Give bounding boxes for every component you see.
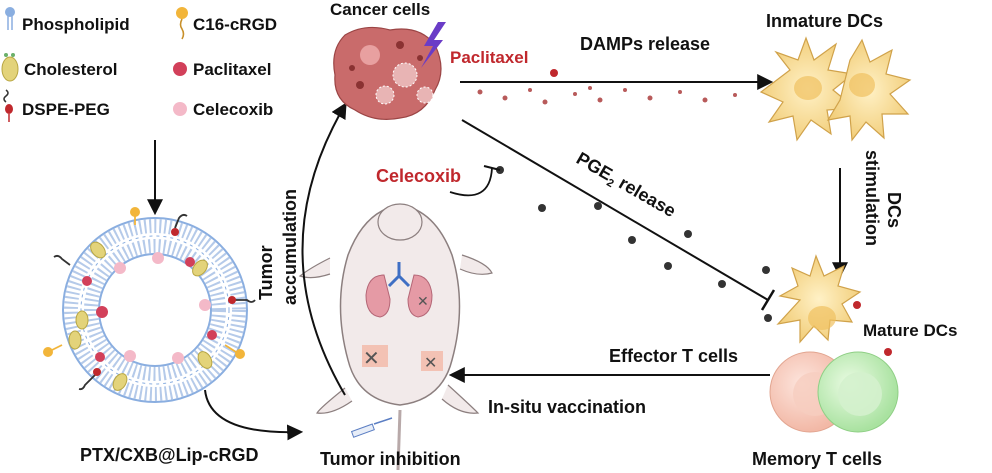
damps-release-label: DAMPs release bbox=[580, 34, 710, 54]
paclitaxel-icon bbox=[173, 62, 187, 76]
immature-dcs-cells bbox=[759, 36, 912, 142]
mature-dc-cell bbox=[776, 254, 862, 344]
celecoxib-icon bbox=[173, 102, 187, 116]
pge2-release-label: PGE2 release bbox=[572, 148, 680, 224]
tumor-cross-icon-2: ✕ bbox=[424, 353, 437, 372]
arrow-tumor-accumulation bbox=[301, 102, 347, 396]
damps-dots bbox=[477, 86, 737, 105]
mouse-illustration: ✕ ✕ ✕ bbox=[298, 203, 493, 471]
pge2-inhibition-line bbox=[461, 119, 769, 301]
legend-celecoxib: Celecoxib bbox=[193, 100, 273, 119]
dcs-stimulation-label-2: stimulation bbox=[862, 150, 882, 246]
tumor-accumulation-label-1: Tumor bbox=[256, 245, 276, 300]
legend-cholesterol: Cholesterol bbox=[24, 60, 118, 79]
liposome-label: PTX/CXB@Lip-cRGD bbox=[80, 445, 259, 465]
lightning-icon bbox=[421, 22, 446, 68]
cancer-cells-label: Cancer cells bbox=[330, 0, 430, 19]
paclitaxel-tag: Paclitaxel bbox=[450, 48, 528, 67]
legend-paclitaxel: Paclitaxel bbox=[193, 60, 271, 79]
phospholipid-icon bbox=[5, 7, 15, 30]
liposome bbox=[43, 207, 256, 403]
arrow-to-mouse bbox=[204, 389, 304, 441]
antigen-dot bbox=[853, 301, 861, 309]
celecoxib-tag: Celecoxib bbox=[376, 166, 461, 186]
legend-phospholipid: Phospholipid bbox=[22, 15, 130, 34]
legend-c16-crgd: C16-cRGD bbox=[193, 15, 277, 34]
pge2-sub: 2 bbox=[604, 177, 615, 190]
pge2-inhibition-bar bbox=[760, 289, 776, 311]
in-situ-vaccination-label: In-situ vaccination bbox=[488, 397, 646, 417]
celecoxib-inhibition-curve bbox=[449, 167, 493, 197]
tumor-inhibition-label: Tumor inhibition bbox=[320, 449, 461, 469]
lung-cross-icon: ✕ bbox=[417, 294, 429, 310]
dspe-peg-icon bbox=[3, 89, 13, 122]
celecoxib-inhibition-bar bbox=[483, 165, 501, 171]
paclitaxel-dot bbox=[550, 69, 558, 77]
antigen-dot-2 bbox=[884, 348, 892, 356]
svg-text:PGE2 release: PGE2 release bbox=[572, 148, 680, 224]
pge2-dots bbox=[496, 166, 772, 322]
dcs-stimulation-label-1: DCs bbox=[884, 192, 904, 228]
cancer-cells-cluster bbox=[333, 26, 442, 120]
syringe-icon bbox=[350, 417, 393, 438]
tumor-accumulation-label-2: accumulation bbox=[280, 189, 300, 305]
cholesterol-icon bbox=[1, 53, 19, 82]
memory-t-cells bbox=[769, 351, 899, 433]
memory-t-cells-label: Memory T cells bbox=[752, 449, 882, 469]
c16-crgd-icon bbox=[176, 7, 188, 40]
legend-dspe-peg: DSPE-PEG bbox=[22, 100, 110, 119]
immature-dcs-label: Inmature DCs bbox=[766, 11, 883, 31]
mature-dcs-label: Mature DCs bbox=[863, 321, 957, 340]
tumor-cross-icon: ✕ bbox=[363, 346, 380, 370]
effector-t-label: Effector T cells bbox=[609, 346, 738, 366]
legend: Phospholipid C16-cRGD Cholesterol Paclit… bbox=[1, 7, 277, 122]
